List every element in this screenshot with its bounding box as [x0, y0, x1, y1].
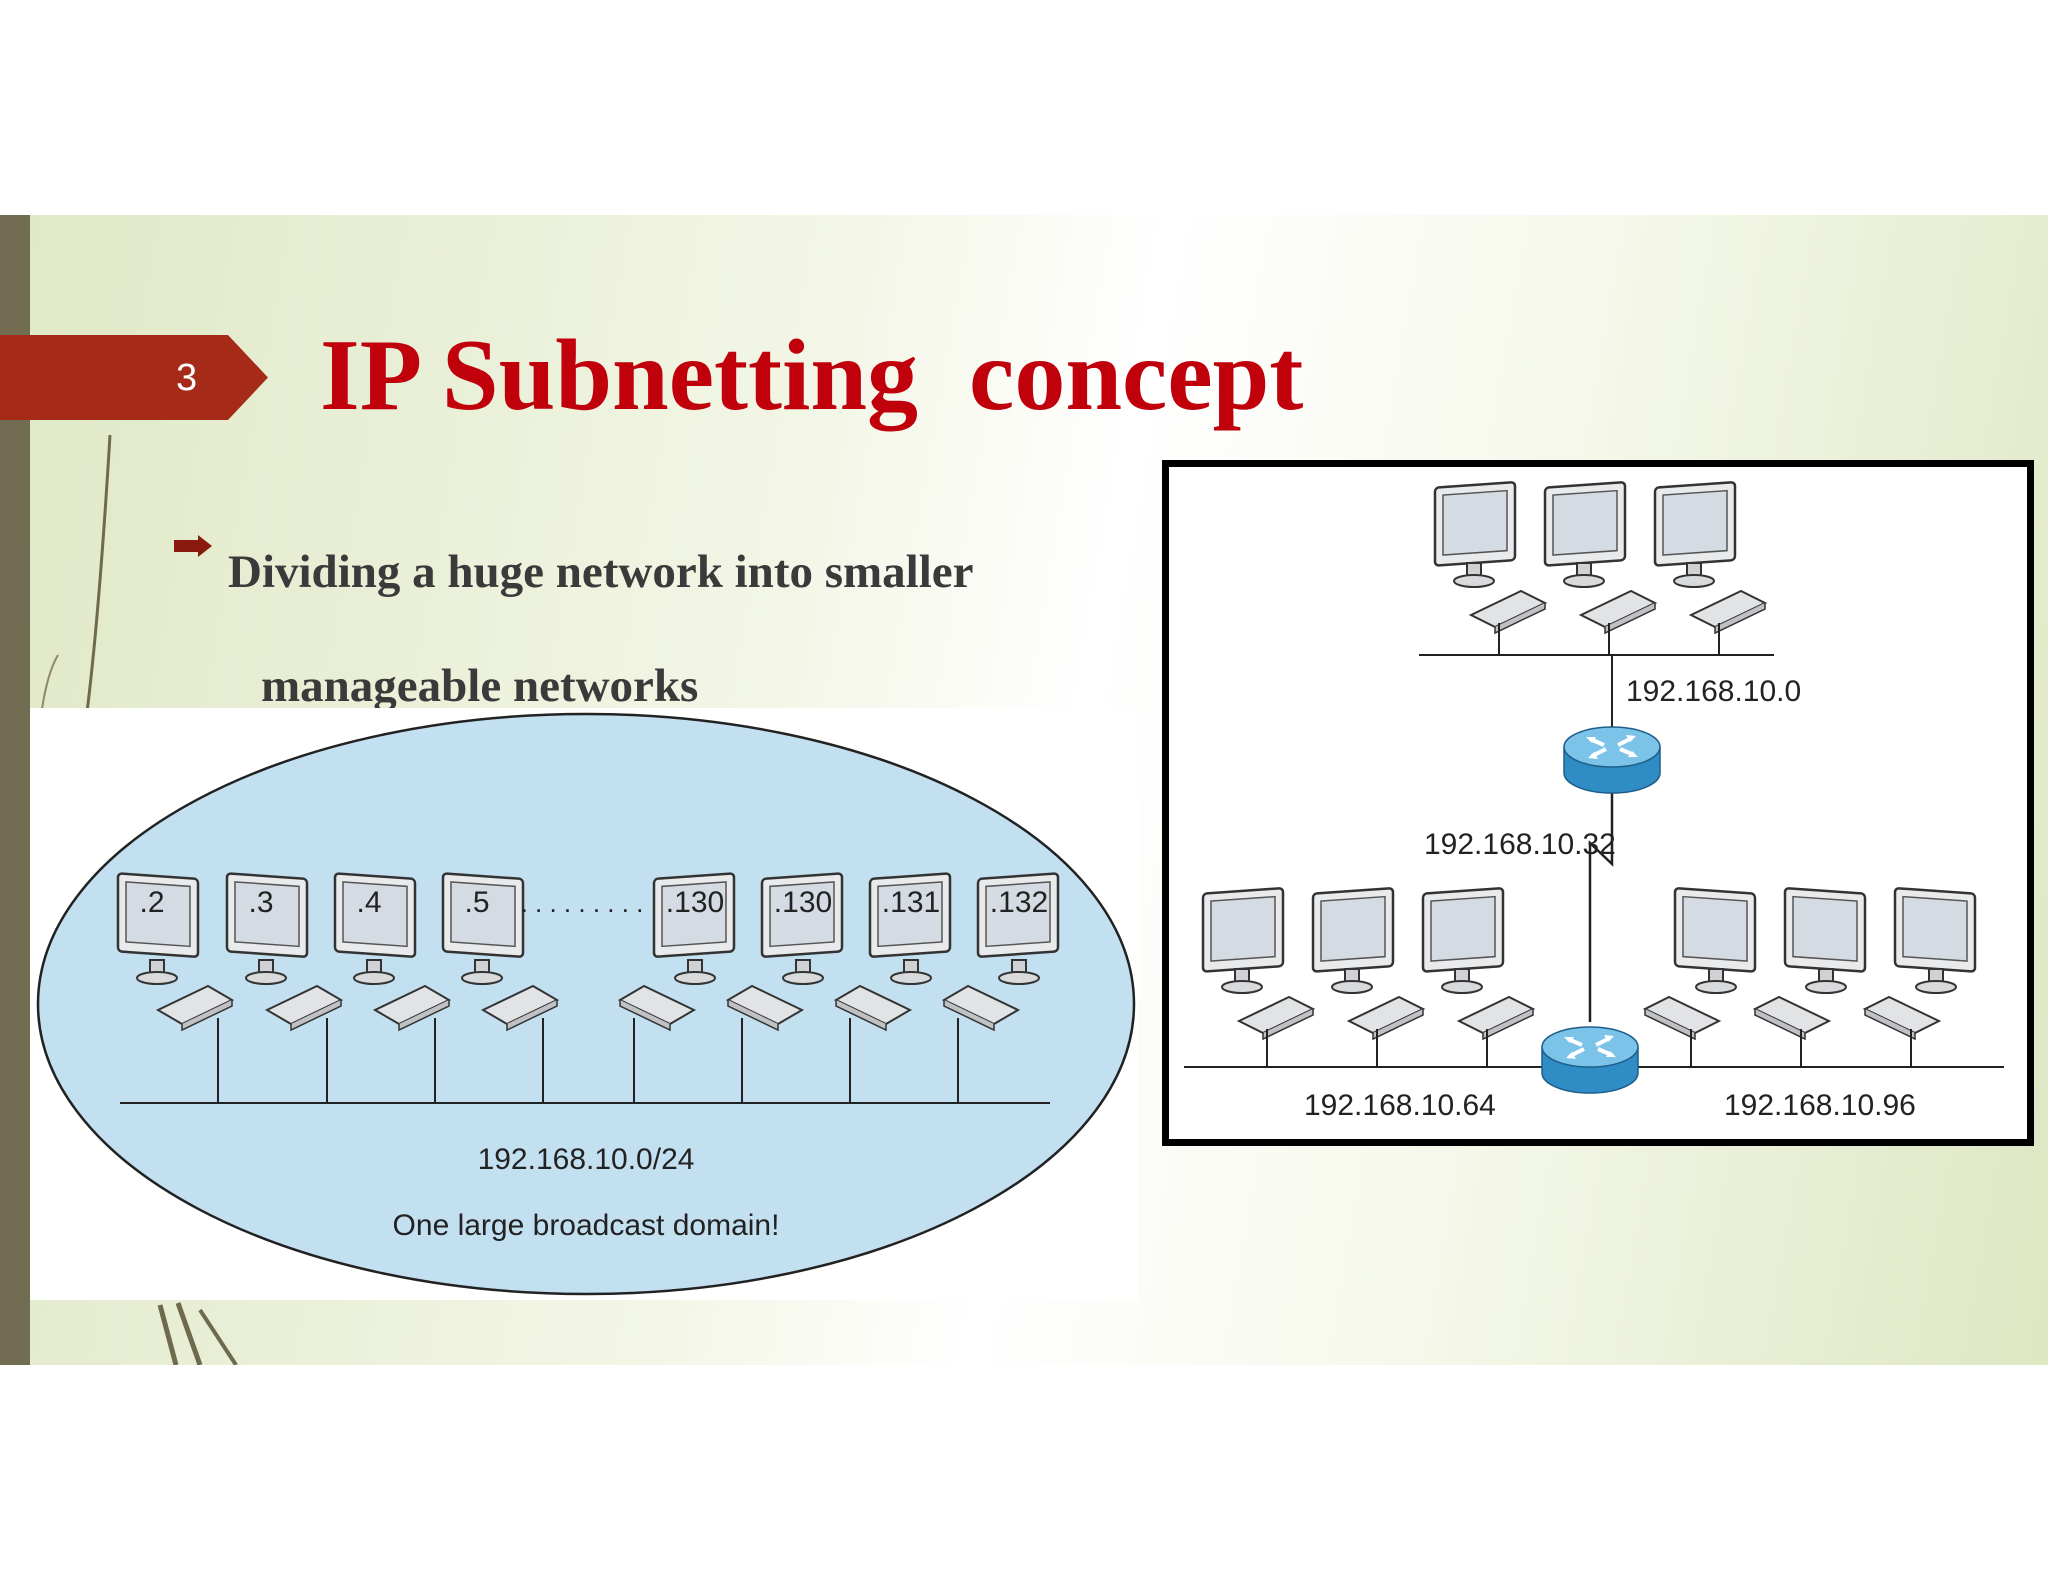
subnet-label-bottom-right: 192.168.10.96: [1724, 1089, 1916, 1122]
computer-icon: [618, 872, 736, 1103]
computer-icon: [333, 872, 451, 1103]
subnet-label-top: 192.168.10.0: [1626, 675, 1801, 708]
computer-icon: [1643, 886, 1757, 1067]
computer-icon: [834, 872, 952, 1103]
host-label: .3: [248, 886, 273, 919]
network-address: 192.168.10.0/24: [478, 1143, 695, 1176]
right-arrow-bullet-icon: [174, 535, 212, 557]
subnet-label-bottom-left: 192.168.10.64: [1304, 1089, 1496, 1122]
bullet-line-1: Dividing a huge network into smaller: [228, 546, 974, 598]
computer-icon: [726, 872, 844, 1103]
serial-link: [1588, 785, 1614, 1022]
computer-icon: [1201, 886, 1315, 1067]
bullet-item: Dividing a huge network into smaller man…: [228, 515, 1128, 743]
slide-title: IP Subnetting concept: [320, 319, 1304, 432]
computer-icon: [441, 872, 559, 1103]
computer-icon: [942, 872, 1060, 1103]
host-label: .132: [990, 886, 1048, 919]
computer-icon: [225, 872, 343, 1103]
host-label: .131: [882, 886, 940, 919]
broadcast-domain-diagram: .2 .3 .4 .5 . . . . . . . . . .130 .130 …: [30, 708, 1138, 1300]
host-label: .4: [356, 886, 381, 919]
computer-icon: [1543, 480, 1657, 655]
slide: 3 IP Subnetting concept Dividing a huge …: [0, 215, 2048, 1365]
host-ellipsis: . . . . . . . . .: [521, 888, 644, 918]
host-label: .130: [774, 886, 832, 919]
subnetted-network-diagram: 192.168.10.0 192.168.10.32 192.168.10.64…: [1162, 460, 2034, 1146]
slide-number: 3: [176, 357, 198, 399]
computer-icon: [116, 872, 234, 1103]
subnet-label-link: 192.168.10.32: [1424, 828, 1616, 861]
host-label: .2: [139, 886, 164, 919]
computer-icon: [1421, 886, 1535, 1067]
computer-icon: [1863, 886, 1977, 1067]
slide-number-tag: 3: [0, 335, 268, 420]
router-icon: [1562, 725, 1662, 795]
broadcast-domain-ellipse: [36, 712, 1136, 1296]
computer-icon: [1653, 480, 1767, 655]
host-label: .130: [666, 886, 724, 919]
computer-icon: [1433, 480, 1547, 655]
bullet-line-2: manageable networks: [261, 660, 699, 712]
computer-icon: [1311, 886, 1425, 1067]
computer-icon: [1753, 886, 1867, 1067]
broadcast-caption: One large broadcast domain!: [393, 1209, 780, 1242]
host-label: .5: [464, 886, 489, 919]
router-icon: [1540, 1025, 1640, 1095]
